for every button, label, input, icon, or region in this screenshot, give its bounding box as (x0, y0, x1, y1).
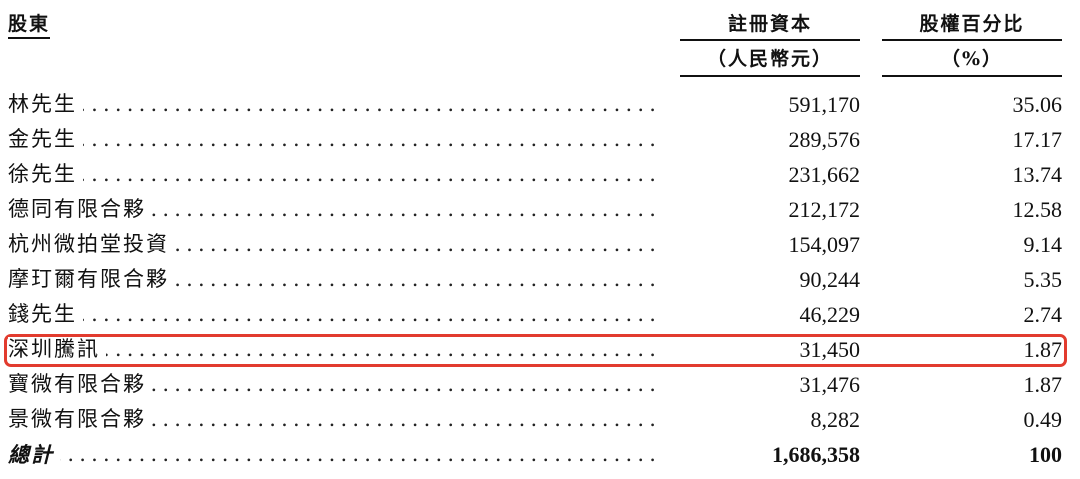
shareholder-cell: ........................................… (8, 297, 663, 332)
shareholder-cell: ........................................… (8, 227, 663, 262)
table-row: ........................................… (0, 262, 1080, 297)
table-row: ........................................… (0, 87, 1080, 122)
shareholder-name: 景微有限合夥 (8, 407, 152, 431)
percentage-cell: 35.06 (1012, 92, 1063, 117)
shareholder-cell: ........................................… (8, 192, 663, 227)
shareholder-cell: ........................................… (8, 402, 663, 437)
table-row: ........................................… (0, 402, 1080, 437)
table-row: ........................................… (0, 227, 1080, 262)
shareholder-cell: ........................................… (8, 122, 663, 157)
capital-cell: 90,244 (799, 267, 861, 292)
table-row: ........................................… (0, 122, 1080, 157)
shareholder-name: 徐先生 (8, 162, 83, 186)
shareholder-name: 金先生 (8, 127, 83, 151)
dot-leader: ........................................… (8, 442, 663, 466)
shareholder-name: 杭州微拍堂投資 (8, 232, 175, 256)
capital-cell: 31,450 (799, 337, 861, 362)
table-row: ........................................… (0, 192, 1080, 227)
capital-cell: 154,097 (788, 232, 861, 257)
percentage-cell: 1.87 (1023, 337, 1063, 362)
shareholder-cell: ........................................… (8, 87, 663, 122)
shareholder-name: 德同有限合夥 (8, 197, 152, 221)
dot-leader: ........................................… (8, 337, 663, 361)
percentage-cell: 17.17 (1012, 127, 1063, 152)
table-row: ........................................… (0, 297, 1080, 332)
header-percentage-unit: （%） (882, 48, 1062, 77)
capital-cell: 591,170 (788, 92, 861, 117)
percentage-cell: 13.74 (1012, 162, 1063, 187)
dot-leader: ........................................… (8, 302, 663, 326)
capital-cell: 8,282 (810, 407, 861, 432)
header-shareholder: 股東 (8, 13, 51, 39)
total-label: 總計 (8, 442, 60, 467)
capital-cell: 289,576 (788, 127, 861, 152)
shareholder-name: 摩玎爾有限合夥 (8, 267, 175, 291)
percentage-cell: 12.58 (1012, 197, 1063, 222)
shareholder-cell: ........................................… (8, 332, 663, 367)
dot-leader: ........................................… (8, 162, 663, 186)
percentage-cell: 9.14 (1023, 232, 1063, 257)
percentage-cell: 5.35 (1023, 267, 1063, 292)
total-label-cell: ........................................… (8, 437, 663, 473)
percentage-cell: 2.74 (1023, 302, 1063, 327)
total-percentage-cell: 100 (1029, 442, 1062, 467)
total-capital-cell: 1,686,358 (772, 442, 860, 467)
shareholder-name: 深圳騰訊 (8, 337, 106, 361)
shareholder-name: 錢先生 (8, 302, 83, 326)
dot-leader: ........................................… (8, 92, 663, 116)
shareholder-cell: ........................................… (8, 367, 663, 402)
shareholder-cell: ........................................… (8, 262, 663, 297)
capital-cell: 231,662 (788, 162, 861, 187)
table-row-highlighted: ........................................… (0, 332, 1080, 367)
table-body: ........................................… (0, 87, 1080, 472)
percentage-cell: 0.49 (1023, 407, 1063, 432)
table-row: ........................................… (0, 367, 1080, 402)
capital-cell: 46,229 (799, 302, 861, 327)
header-capital-unit: （人民幣元） (680, 48, 860, 77)
table-row: ........................................… (0, 157, 1080, 192)
capital-cell: 31,476 (799, 372, 861, 397)
dot-leader: ........................................… (8, 127, 663, 151)
shareholder-cell: ........................................… (8, 157, 663, 192)
total-row: ........................................… (0, 437, 1080, 472)
capital-cell: 212,172 (788, 197, 861, 222)
header-shareholding-percentage: 股權百分比 (882, 13, 1062, 41)
shareholder-name: 寶微有限合夥 (8, 372, 152, 396)
percentage-cell: 1.87 (1023, 372, 1063, 397)
header-registered-capital: 註冊資本 (680, 13, 860, 41)
shareholder-name: 林先生 (8, 92, 83, 116)
